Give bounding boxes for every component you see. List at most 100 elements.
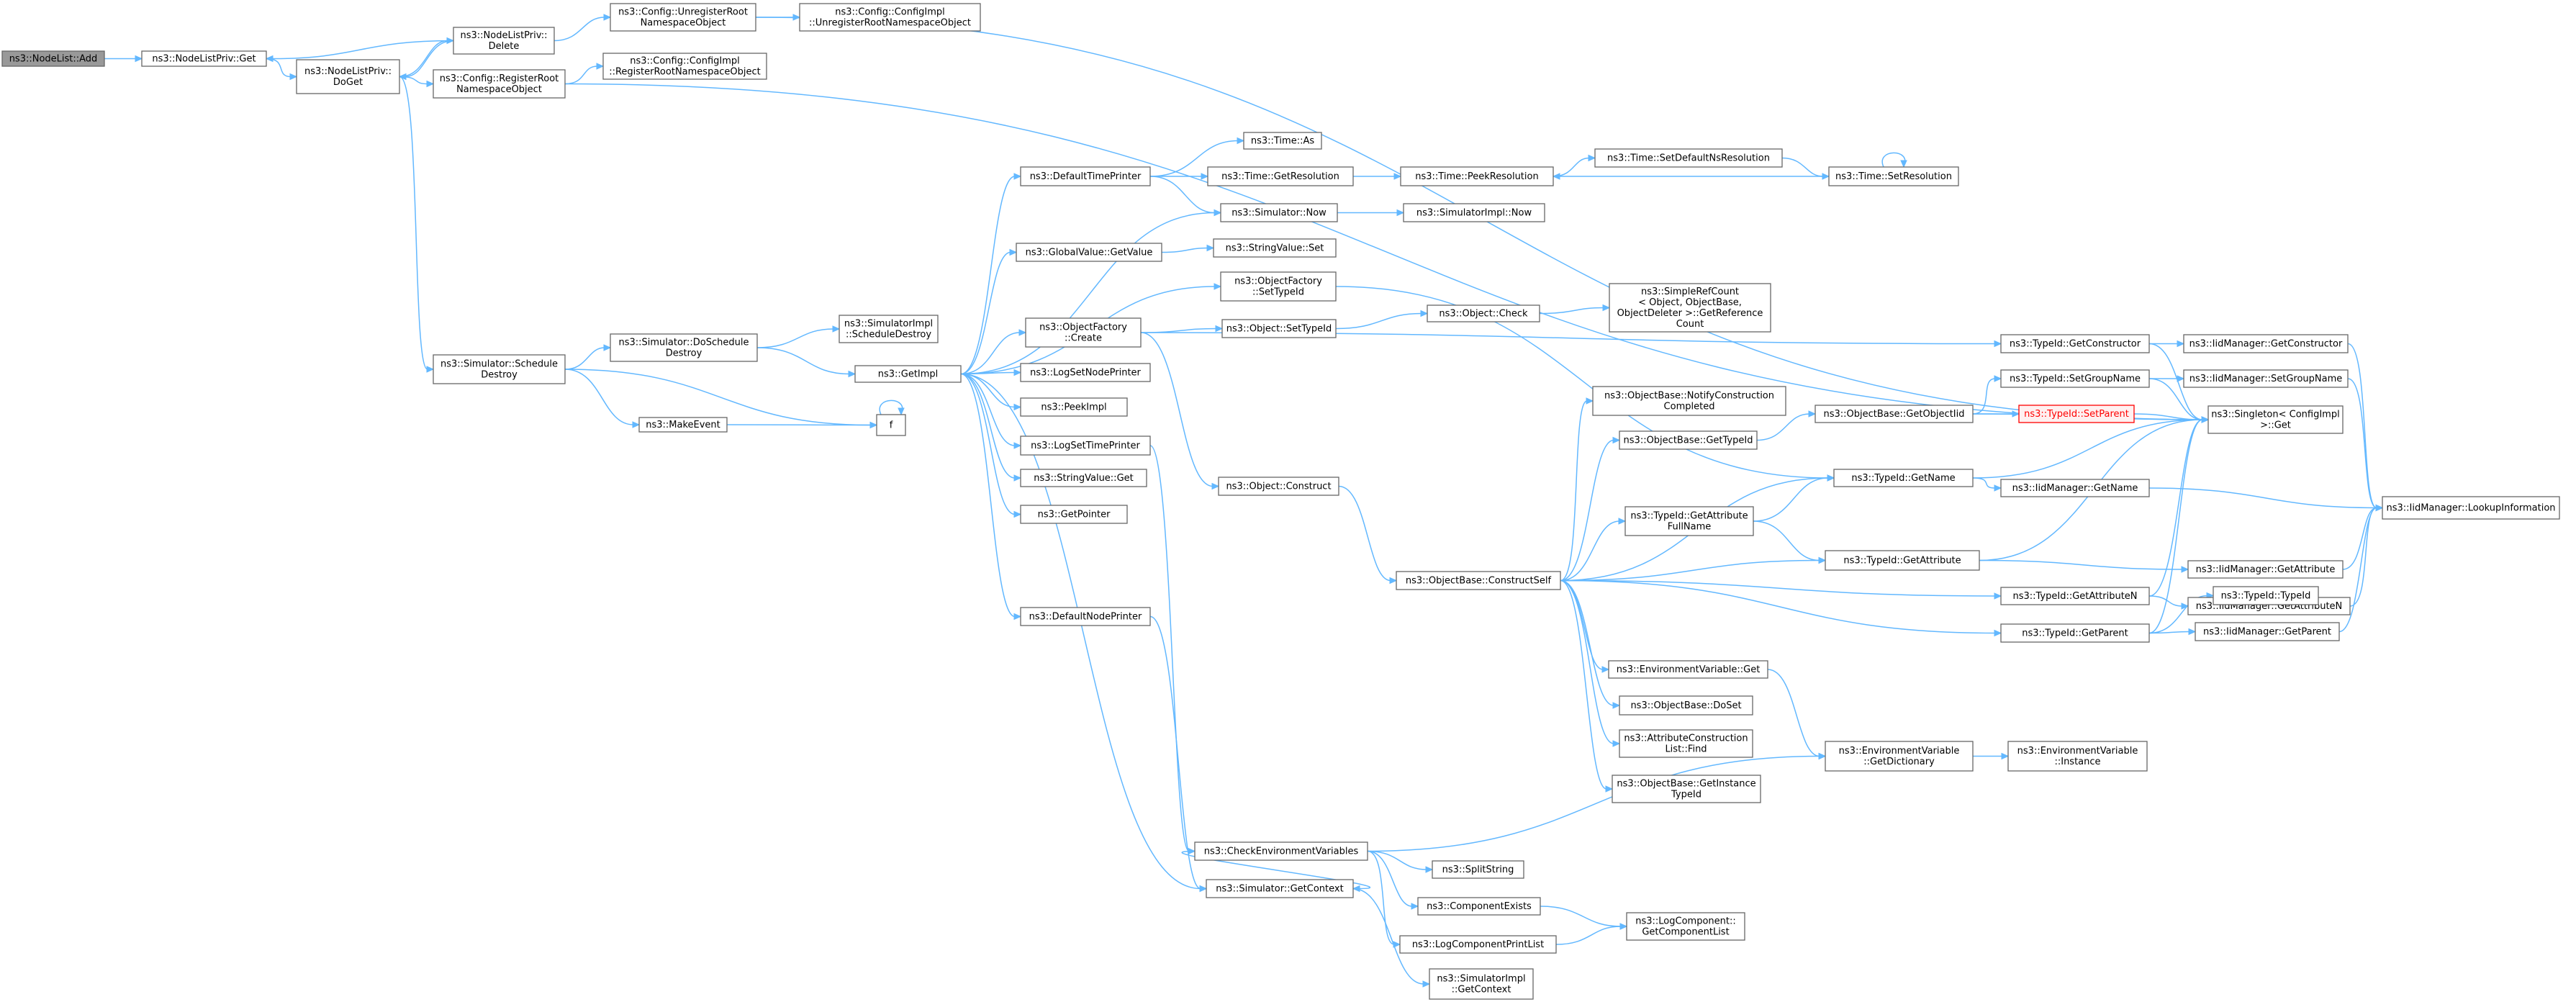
function-node[interactable]: ns3::LogComponentPrintList <box>1399 935 1557 954</box>
function-node[interactable]: ns3::Object::Construct <box>1218 477 1339 496</box>
function-node[interactable]: ns3::TypeId::SetParent <box>2018 405 2135 423</box>
function-node[interactable]: ns3::IidManager::LookupInformation <box>2382 496 2560 520</box>
function-node[interactable]: ns3::SplitString <box>1432 860 1524 879</box>
function-node[interactable]: ns3::TypeId::GetConstructor <box>2000 334 2150 353</box>
function-node[interactable]: ns3::Simulator::ScheduleDestroy <box>433 354 566 384</box>
call-edge <box>756 347 850 375</box>
function-node[interactable]: ns3::Object::SetTypeId <box>1221 319 1337 338</box>
function-node[interactable]: ns3::DefaultTimePrinter <box>1020 166 1151 186</box>
function-node[interactable]: ns3::TypeId::SetGroupName <box>2000 369 2150 388</box>
function-node[interactable]: ns3::Config::UnregisterRootNamespaceObje… <box>610 3 756 32</box>
function-node[interactable]: ns3::Config::ConfigImpl::RegisterRootNam… <box>602 53 767 80</box>
function-node[interactable]: ns3::Simulator::GetContext <box>1206 879 1354 898</box>
call-edge <box>1181 850 1371 890</box>
edge-arrowhead <box>1994 340 2002 348</box>
function-node[interactable]: ns3::LogSetTimePrinter <box>1020 435 1151 456</box>
function-node[interactable]: ns3::NodeListPriv::Get <box>141 50 267 67</box>
node-label: ns3::TypeId::TypeId <box>2221 590 2311 601</box>
function-node[interactable]: ns3::Object::Check <box>1427 304 1540 322</box>
edge-arrowhead <box>1612 702 1621 709</box>
edge-arrowhead <box>1199 885 1208 893</box>
function-node[interactable]: ns3::CheckEnvironmentVariables <box>1194 841 1368 861</box>
function-node[interactable]: ns3::IidManager::GetName <box>2000 479 2150 497</box>
call-edge <box>1555 926 1622 945</box>
function-node[interactable]: ns3::Config::ConfigImpl::UnregisterRootN… <box>799 3 981 32</box>
function-node[interactable]: f <box>876 414 906 436</box>
function-node[interactable]: ns3::ObjectFactory::Create <box>1025 317 1142 348</box>
function-node[interactable]: ns3::Config::RegisterRootNamespaceObject <box>433 69 566 99</box>
function-node[interactable]: ns3::Singleton< ConfigImpl>::Get <box>2207 405 2344 434</box>
function-node[interactable]: ns3::TypeId::GetAttributeN <box>2000 587 2150 605</box>
function-node[interactable]: ns3::EnvironmentVariable::GetDictionary <box>1825 741 1974 772</box>
edge-arrowhead <box>1411 903 1419 910</box>
function-node[interactable]: ns3::LogSetNodePrinter <box>1020 363 1151 382</box>
edge-arrowhead <box>1013 474 1022 482</box>
node-box <box>610 333 758 362</box>
function-node[interactable]: ns3::DefaultNodePrinter <box>1020 607 1151 626</box>
function-node[interactable]: ns3::Time::PeekResolution <box>1400 166 1554 186</box>
node-box <box>1594 148 1783 168</box>
edge-arrowhead <box>1201 173 1209 180</box>
node-box <box>1025 317 1142 348</box>
function-node[interactable]: ns3::ObjectBase::GetTypeId <box>1619 430 1758 450</box>
function-node[interactable]: ns3::IidManager::GetAttribute <box>2187 560 2344 579</box>
function-node[interactable]: ns3::IidManager::SetGroupName <box>2183 369 2349 388</box>
function-node[interactable]: ns3::GetPointer <box>1020 505 1128 524</box>
call-edge <box>2148 419 2203 597</box>
function-node[interactable]: ns3::PeekImpl <box>1020 397 1128 417</box>
edge-arrowhead <box>426 80 435 88</box>
function-node[interactable]: ns3::MakeEvent <box>638 417 728 433</box>
function-node[interactable]: ns3::LogComponent::GetComponentList <box>1626 912 1745 941</box>
function-node[interactable]: ns3::Time::GetResolution <box>1207 166 1354 186</box>
function-node[interactable]: ns3::SimulatorImpl::ScheduleDestroy <box>839 315 939 343</box>
function-node[interactable]: ns3::ObjectBase::ConstructSelf <box>1396 571 1561 590</box>
node-box <box>2000 587 2150 605</box>
node-box <box>1619 729 1753 758</box>
node-box <box>1221 319 1337 338</box>
function-node[interactable]: ns3::TypeId::GetParent <box>2000 623 2150 643</box>
function-node[interactable]: ns3::TypeId::TypeId <box>2213 586 2319 605</box>
function-node[interactable]: ns3::TypeId::GetAttribute <box>1825 550 1980 571</box>
function-node[interactable]: ns3::TypeId::GetName <box>1833 469 1974 487</box>
function-node[interactable]: ns3::NodeListPriv::Delete <box>453 27 555 55</box>
function-node[interactable]: ns3::StringValue::Set <box>1213 238 1337 258</box>
function-node[interactable]: ns3::ObjectBase::GetObjectIid <box>1815 405 1974 423</box>
call-edge <box>1972 378 1996 415</box>
function-node[interactable]: ns3::SimpleRefCount< Object, ObjectBase,… <box>1609 283 1771 333</box>
function-node[interactable]: ns3::EnvironmentVariable::Instance <box>2007 741 2148 772</box>
function-node[interactable]: ns3::Time::SetResolution <box>1828 166 1959 186</box>
call-edge <box>2349 507 2377 607</box>
node-box <box>1609 283 1771 333</box>
call-edge <box>1560 579 1614 706</box>
function-node[interactable]: ns3::IidManager::GetConstructor <box>2183 334 2349 353</box>
function-node[interactable]: ns3::SimulatorImpl::GetContext <box>1429 968 1534 1000</box>
function-node[interactable]: ns3::ObjectBase::NotifyConstructionCompl… <box>1592 386 1786 416</box>
function-node[interactable]: ns3::ComponentExists <box>1417 897 1541 916</box>
function-node[interactable]: ns3::Time::As <box>1243 132 1322 150</box>
function-node[interactable]: ns3::Time::SetDefaultNsResolution <box>1594 148 1783 168</box>
function-node[interactable]: ns3::NodeListPriv::DoGet <box>296 59 400 94</box>
call-edge <box>1560 579 1604 670</box>
node-label: ns3::Config::UnregisterRoot <box>618 6 748 17</box>
function-node[interactable]: ns3::ObjectBase::DoSet <box>1619 695 1753 716</box>
function-node[interactable]: ns3::GetImpl <box>854 365 962 383</box>
function-node[interactable]: ns3::Simulator::Now <box>1220 203 1338 222</box>
edge-arrowhead <box>1215 325 1224 333</box>
function-node[interactable]: ns3::ObjectFactory::SetTypeId <box>1220 271 1337 302</box>
function-node[interactable]: ns3::IidManager::GetParent <box>2195 622 2340 641</box>
node-label: ns3::Time::SetDefaultNsResolution <box>1607 153 1770 163</box>
function-node[interactable]: ns3::NodeList::Add <box>1 50 105 67</box>
function-node[interactable]: ns3::GlobalValue::GetValue <box>1016 243 1162 262</box>
node-box <box>1833 469 1974 487</box>
function-node[interactable]: ns3::StringValue::Get <box>1020 469 1147 487</box>
node-label: ns3::EnvironmentVariable <box>2017 746 2138 757</box>
function-node[interactable]: ns3::SimulatorImpl::Now <box>1403 203 1545 222</box>
call-edge <box>399 76 428 370</box>
node-label: ns3::ObjectBase::DoSet <box>1630 700 1741 711</box>
call-edge <box>960 176 1016 375</box>
function-node[interactable]: ns3::EnvironmentVariable::Get <box>1608 660 1768 679</box>
